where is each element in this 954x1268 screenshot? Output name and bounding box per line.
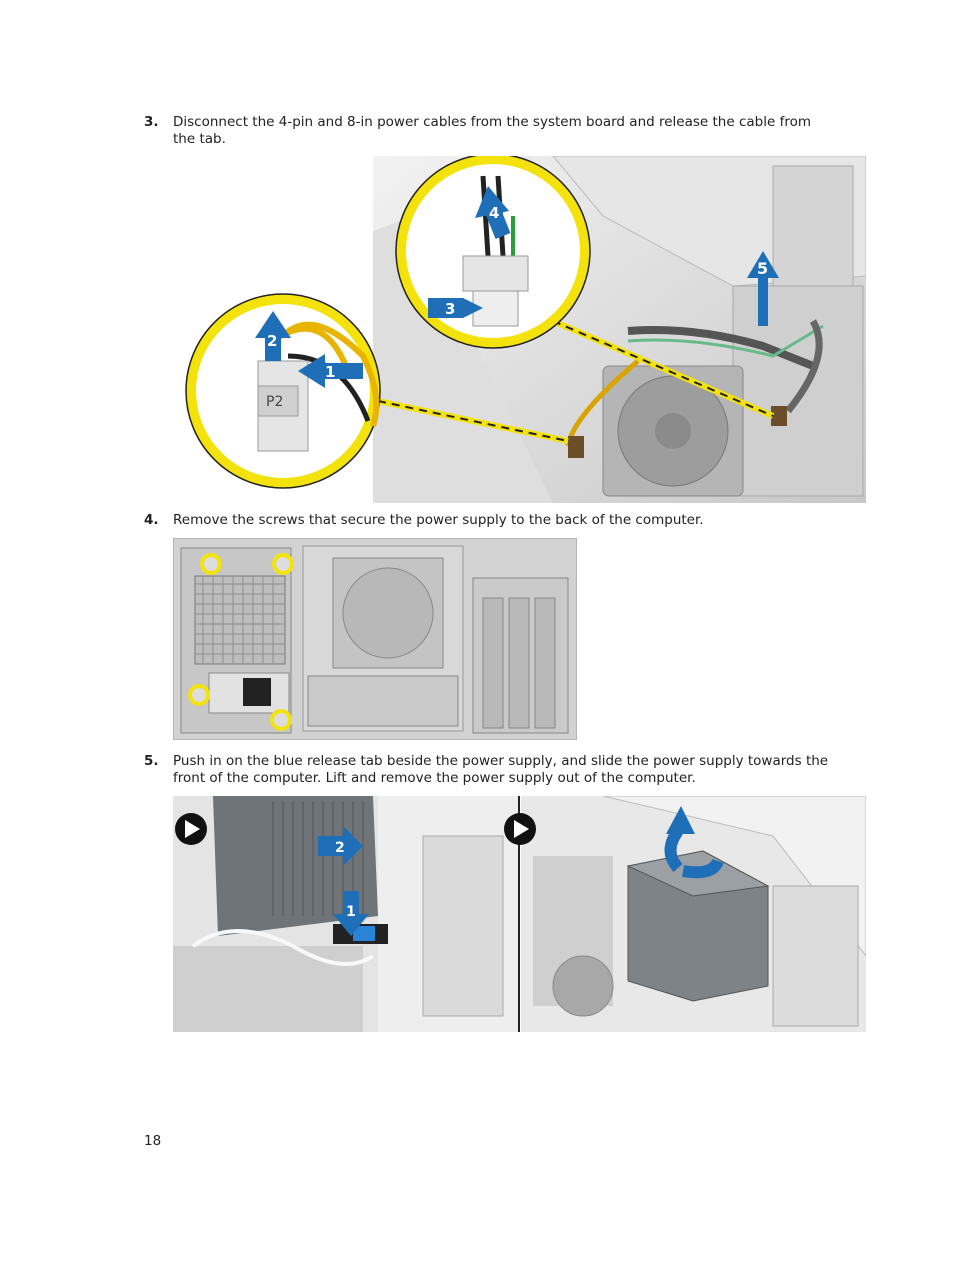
callout-2-label: 2 xyxy=(335,840,345,856)
step-number: 4. xyxy=(144,512,159,528)
figure-remove-psu: 1 2 xyxy=(173,796,866,1032)
back-panel-illustration xyxy=(173,538,577,740)
screw-icon xyxy=(200,553,222,575)
figure-back-screws xyxy=(173,538,577,740)
step-text: Push in on the blue release tab beside t… xyxy=(173,753,829,786)
screw-icon xyxy=(270,709,292,731)
step-number: 5. xyxy=(144,753,159,769)
screw-icon xyxy=(188,684,210,706)
step-number: 3. xyxy=(144,114,159,130)
callout-1-label: 1 xyxy=(346,904,356,920)
callout-5-label: 5 xyxy=(757,259,768,278)
callout-4-label: 4 xyxy=(489,204,499,222)
callout-1-label: 1 xyxy=(325,363,335,381)
callout-2-label: 2 xyxy=(267,332,277,350)
figure-power-cables: 5 P2 2 1 4 3 xyxy=(173,156,866,503)
step-text: Disconnect the 4-pin and 8-in power cabl… xyxy=(173,114,811,147)
page-number: 18 xyxy=(144,1133,162,1149)
screw-icon xyxy=(272,553,294,575)
callout-3-label: 3 xyxy=(445,300,455,318)
power-cables-illustration: 5 P2 2 1 4 3 xyxy=(185,156,866,503)
connector-label: P2 xyxy=(266,394,283,410)
remove-psu-illustration: 1 2 xyxy=(173,796,866,1032)
step-text: Remove the screws that secure the power … xyxy=(173,512,704,528)
